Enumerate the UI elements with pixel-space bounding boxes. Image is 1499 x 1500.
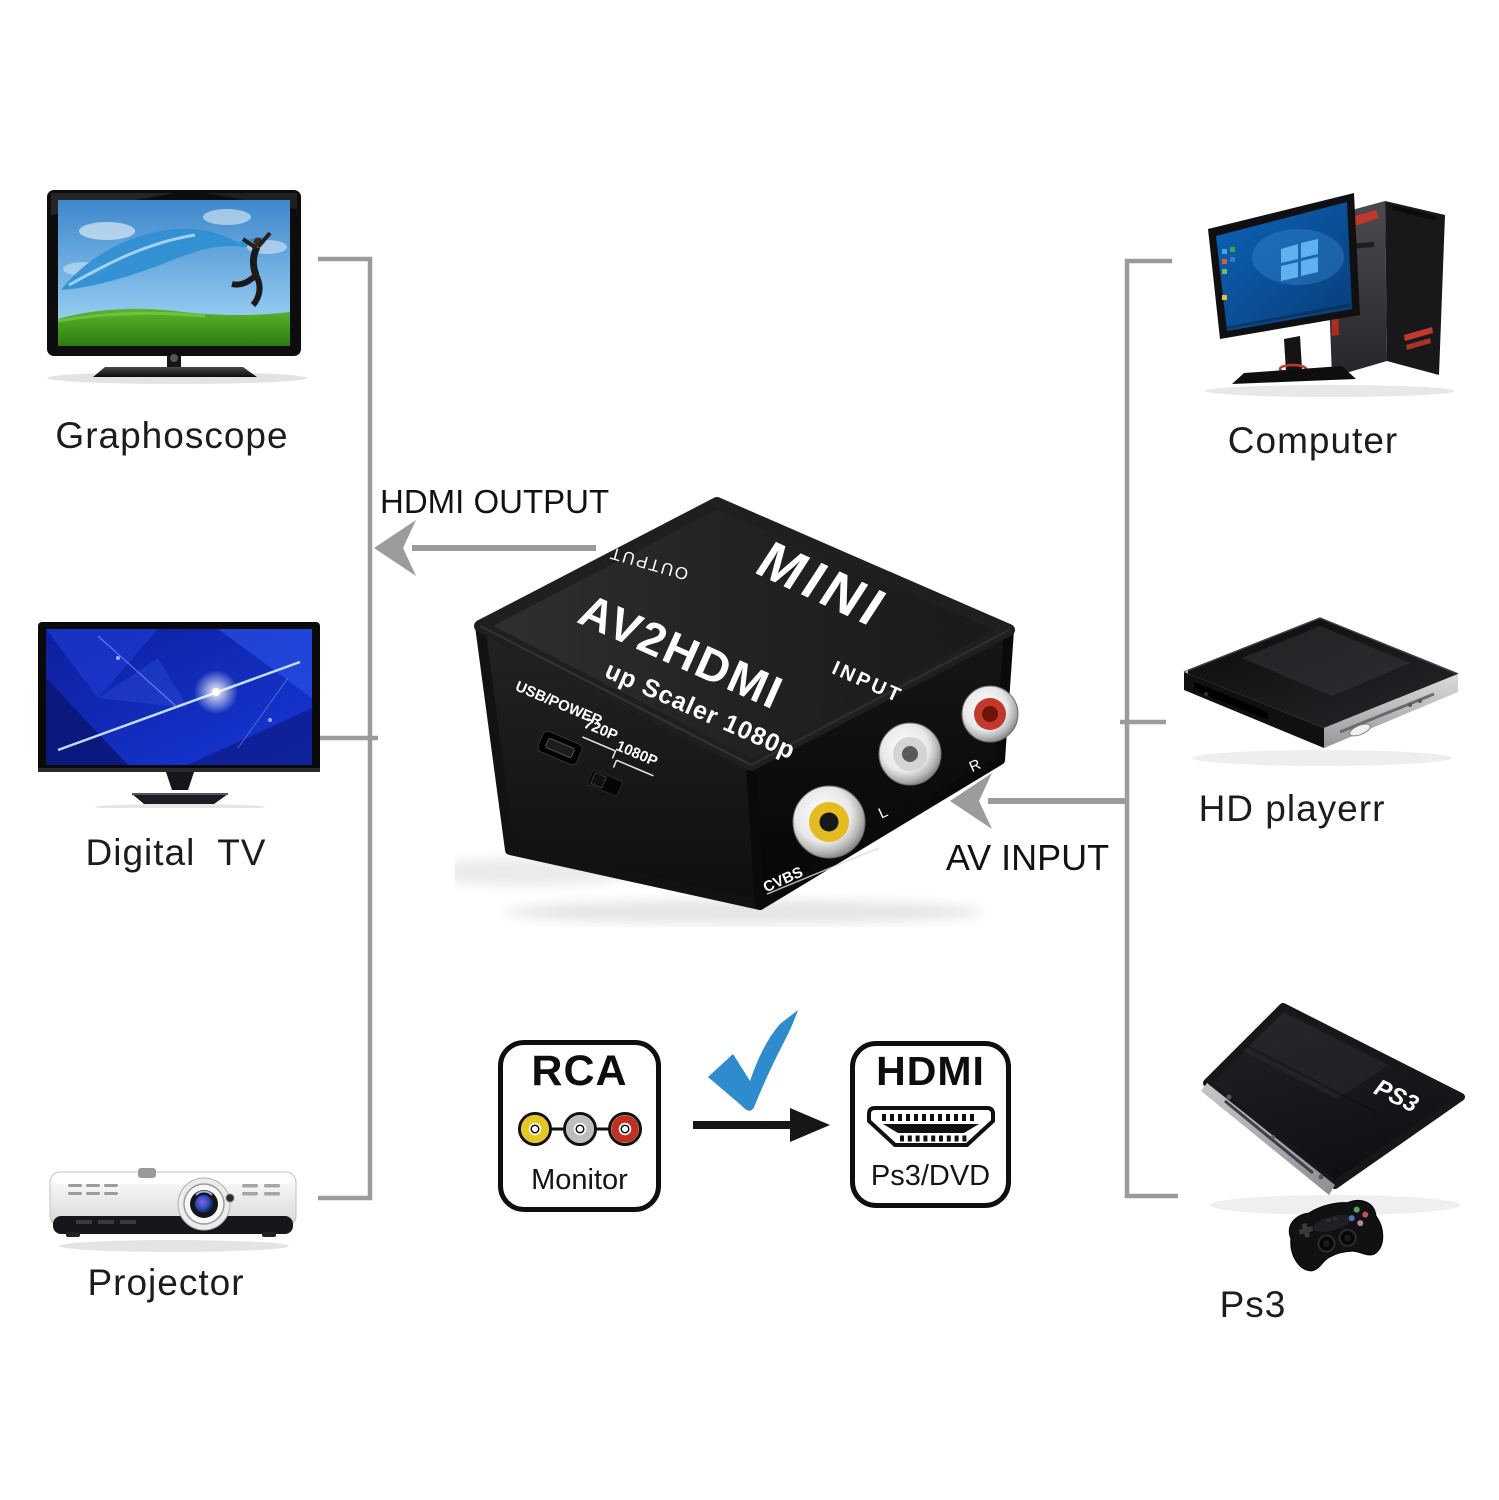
hdmi-output-arrow-icon xyxy=(374,520,596,576)
ps3-controller xyxy=(1288,1199,1384,1272)
right-connector-line xyxy=(1124,258,1178,1199)
hdmi-pins-top xyxy=(881,1113,974,1121)
rca-plug-red-icon xyxy=(607,1112,642,1147)
av2hdmi-converter-image: OUTPUT MINI AV2HDMI up Scaler 1080p INPU… xyxy=(455,497,1019,924)
rca-jack-white xyxy=(878,722,942,786)
hdmi-output-label: HDMI OUTPUT xyxy=(380,483,610,520)
hdmi-target-box: HDMI Ps3/DVD xyxy=(850,1041,1011,1208)
switch-1080p-bracket xyxy=(612,759,654,777)
rca-jack-red xyxy=(961,685,1019,743)
hdmi-caption: Ps3/DVD xyxy=(870,1159,991,1192)
hd-player-label: HD playerr xyxy=(1198,788,1386,829)
computer-tower xyxy=(1326,201,1445,377)
hdmi-title: HDMI xyxy=(876,1048,985,1094)
resolution-switch xyxy=(587,769,623,797)
rca-plug-white-icon xyxy=(562,1112,597,1147)
checkmark-icon xyxy=(708,1010,798,1111)
digital-tv-label: Digital TV xyxy=(85,832,267,873)
desktop-icons xyxy=(1222,247,1235,300)
switch-720p-bracket xyxy=(582,736,617,759)
av-input-arrow-icon xyxy=(950,773,1127,829)
hd-player-image xyxy=(1183,617,1459,766)
rca-plugs-icon xyxy=(517,1112,642,1147)
computer-label: Computer xyxy=(1227,420,1399,461)
arrow-right-icon xyxy=(693,1108,830,1142)
hdmi-pins-bottom xyxy=(899,1135,966,1142)
graphoscope-label: Graphoscope xyxy=(55,415,289,456)
digital-tv-image xyxy=(38,622,320,808)
conversion-arrow-layer xyxy=(693,1010,830,1142)
left-connector-line xyxy=(318,256,373,1201)
computer-monitor xyxy=(1208,193,1360,339)
av-input-label: AV INPUT xyxy=(945,837,1110,878)
ps3-image: PS3 xyxy=(1201,1003,1465,1272)
windows-logo xyxy=(1281,239,1318,281)
connector-lines xyxy=(318,256,1178,1201)
rca-plug-yellow-icon xyxy=(517,1112,552,1147)
ps3-console: PS3 xyxy=(1201,1003,1465,1195)
rca-source-box: RCA Monitor xyxy=(498,1040,661,1212)
computer-image xyxy=(1205,193,1455,397)
projector-image xyxy=(49,1168,297,1252)
rca-caption: Monitor xyxy=(531,1163,628,1196)
hdmi-plug-icon xyxy=(866,1105,995,1147)
projector-label: Projector xyxy=(87,1262,245,1303)
projector-lens xyxy=(177,1177,231,1231)
rca-jack-yellow xyxy=(792,785,866,859)
rca-title: RCA xyxy=(531,1047,628,1095)
jumping-person-figure xyxy=(231,231,272,307)
graphoscope-tv-image xyxy=(47,190,307,384)
ps3-label: Ps3 xyxy=(1219,1284,1287,1325)
mini-usb-port xyxy=(537,730,583,766)
